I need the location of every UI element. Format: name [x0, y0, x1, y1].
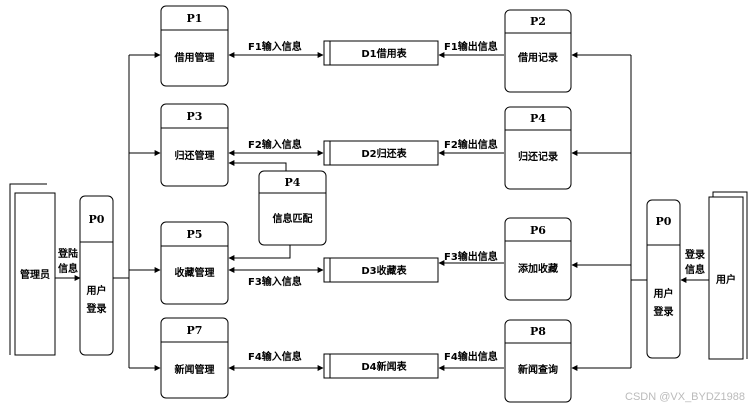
process-p4: P4 归还记录 — [504, 106, 572, 190]
process-p6: P6 添加收藏 — [504, 217, 572, 301]
process-p0-right-id: P0 — [656, 215, 672, 228]
store-d4: D4新闻表 — [323, 353, 439, 379]
flow-f4-out-label: F4输出信息 — [444, 350, 498, 363]
admin-login-label-2: 信息 — [58, 262, 78, 275]
process-p2-name: 借用记录 — [517, 51, 558, 64]
process-p0-left: P0 用户 登录 — [79, 195, 114, 356]
process-p2-id: P2 — [530, 15, 546, 28]
process-p0-right-name-1: 用户 — [653, 287, 674, 300]
process-p0-right-name-2: 登录 — [653, 305, 674, 318]
flow-match-to-p3 — [228, 160, 287, 171]
process-p8: P8 新闻查询 — [504, 319, 572, 403]
process-p4-match-name: 信息匹配 — [273, 212, 313, 225]
store-d1-label: D1借用表 — [361, 47, 407, 60]
process-p4-match-id: P4 — [285, 176, 301, 189]
flow-f2-in-label: F2输入信息 — [248, 138, 302, 151]
flow-f3-out-label: F3输出信息 — [444, 250, 498, 263]
flow-f3-in-label: F3输入信息 — [248, 275, 302, 288]
admin-entity: 管理员 — [9, 183, 56, 356]
admin-entity-label: 管理员 — [20, 268, 50, 281]
flow-f4-in-label: F4输入信息 — [248, 350, 302, 363]
process-p2: P2 借用记录 — [504, 9, 572, 93]
flow-f1-in-label: F1输入信息 — [248, 40, 302, 53]
process-p0-right: P0 用户 登录 — [646, 199, 681, 359]
process-p5-id: P5 — [187, 228, 203, 241]
process-p0-left-name-2: 登录 — [86, 302, 107, 315]
user-login-label-2: 信息 — [685, 263, 705, 276]
flow-match-to-p5 — [228, 245, 291, 261]
store-d1: D1借用表 — [323, 40, 439, 66]
admin-login-label-1: 登陆 — [57, 247, 78, 260]
user-login-label-1: 登录 — [684, 248, 705, 261]
store-d2: D2归还表 — [323, 140, 439, 166]
flow-f2-out-label: F2输出信息 — [444, 138, 498, 151]
process-p8-id: P8 — [530, 325, 546, 338]
process-p3-id: P3 — [187, 110, 203, 123]
process-p7-name: 新闻管理 — [175, 363, 215, 376]
process-p6-id: P6 — [530, 224, 546, 237]
store-d2-label: D2归还表 — [361, 147, 407, 160]
process-p5: P5 收藏管理 — [160, 221, 229, 305]
process-p3-name: 归还管理 — [175, 149, 215, 162]
process-p1-name: 借用管理 — [174, 51, 215, 64]
process-p6-name: 添加收藏 — [518, 262, 558, 275]
process-p0-left-id: P0 — [89, 213, 105, 226]
store-d3: D3收藏表 — [323, 257, 439, 283]
process-p4-match: P4 信息匹配 — [258, 170, 327, 246]
user-entity-label: 用户 — [715, 273, 736, 286]
store-d3-label: D3收藏表 — [361, 264, 407, 277]
process-p4-id: P4 — [530, 112, 546, 125]
process-p1: P1 借用管理 — [160, 5, 229, 87]
process-p0-left-name-1: 用户 — [86, 284, 107, 297]
store-d4-label: D4新闻表 — [361, 360, 407, 373]
process-p7-id: P7 — [187, 324, 203, 337]
watermark: CSDN @VX_BYDZ1988 — [625, 391, 745, 403]
process-p3: P3 归还管理 — [160, 103, 229, 187]
process-p8-name: 新闻查询 — [518, 363, 558, 376]
process-p7: P7 新闻管理 — [160, 317, 229, 399]
process-p1-id: P1 — [187, 12, 203, 25]
process-p5-name: 收藏管理 — [175, 266, 215, 279]
user-entity: 用户 — [708, 191, 748, 360]
process-p4-name: 归还记录 — [518, 150, 558, 163]
flow-f1-out-label: F1输出信息 — [444, 40, 498, 53]
